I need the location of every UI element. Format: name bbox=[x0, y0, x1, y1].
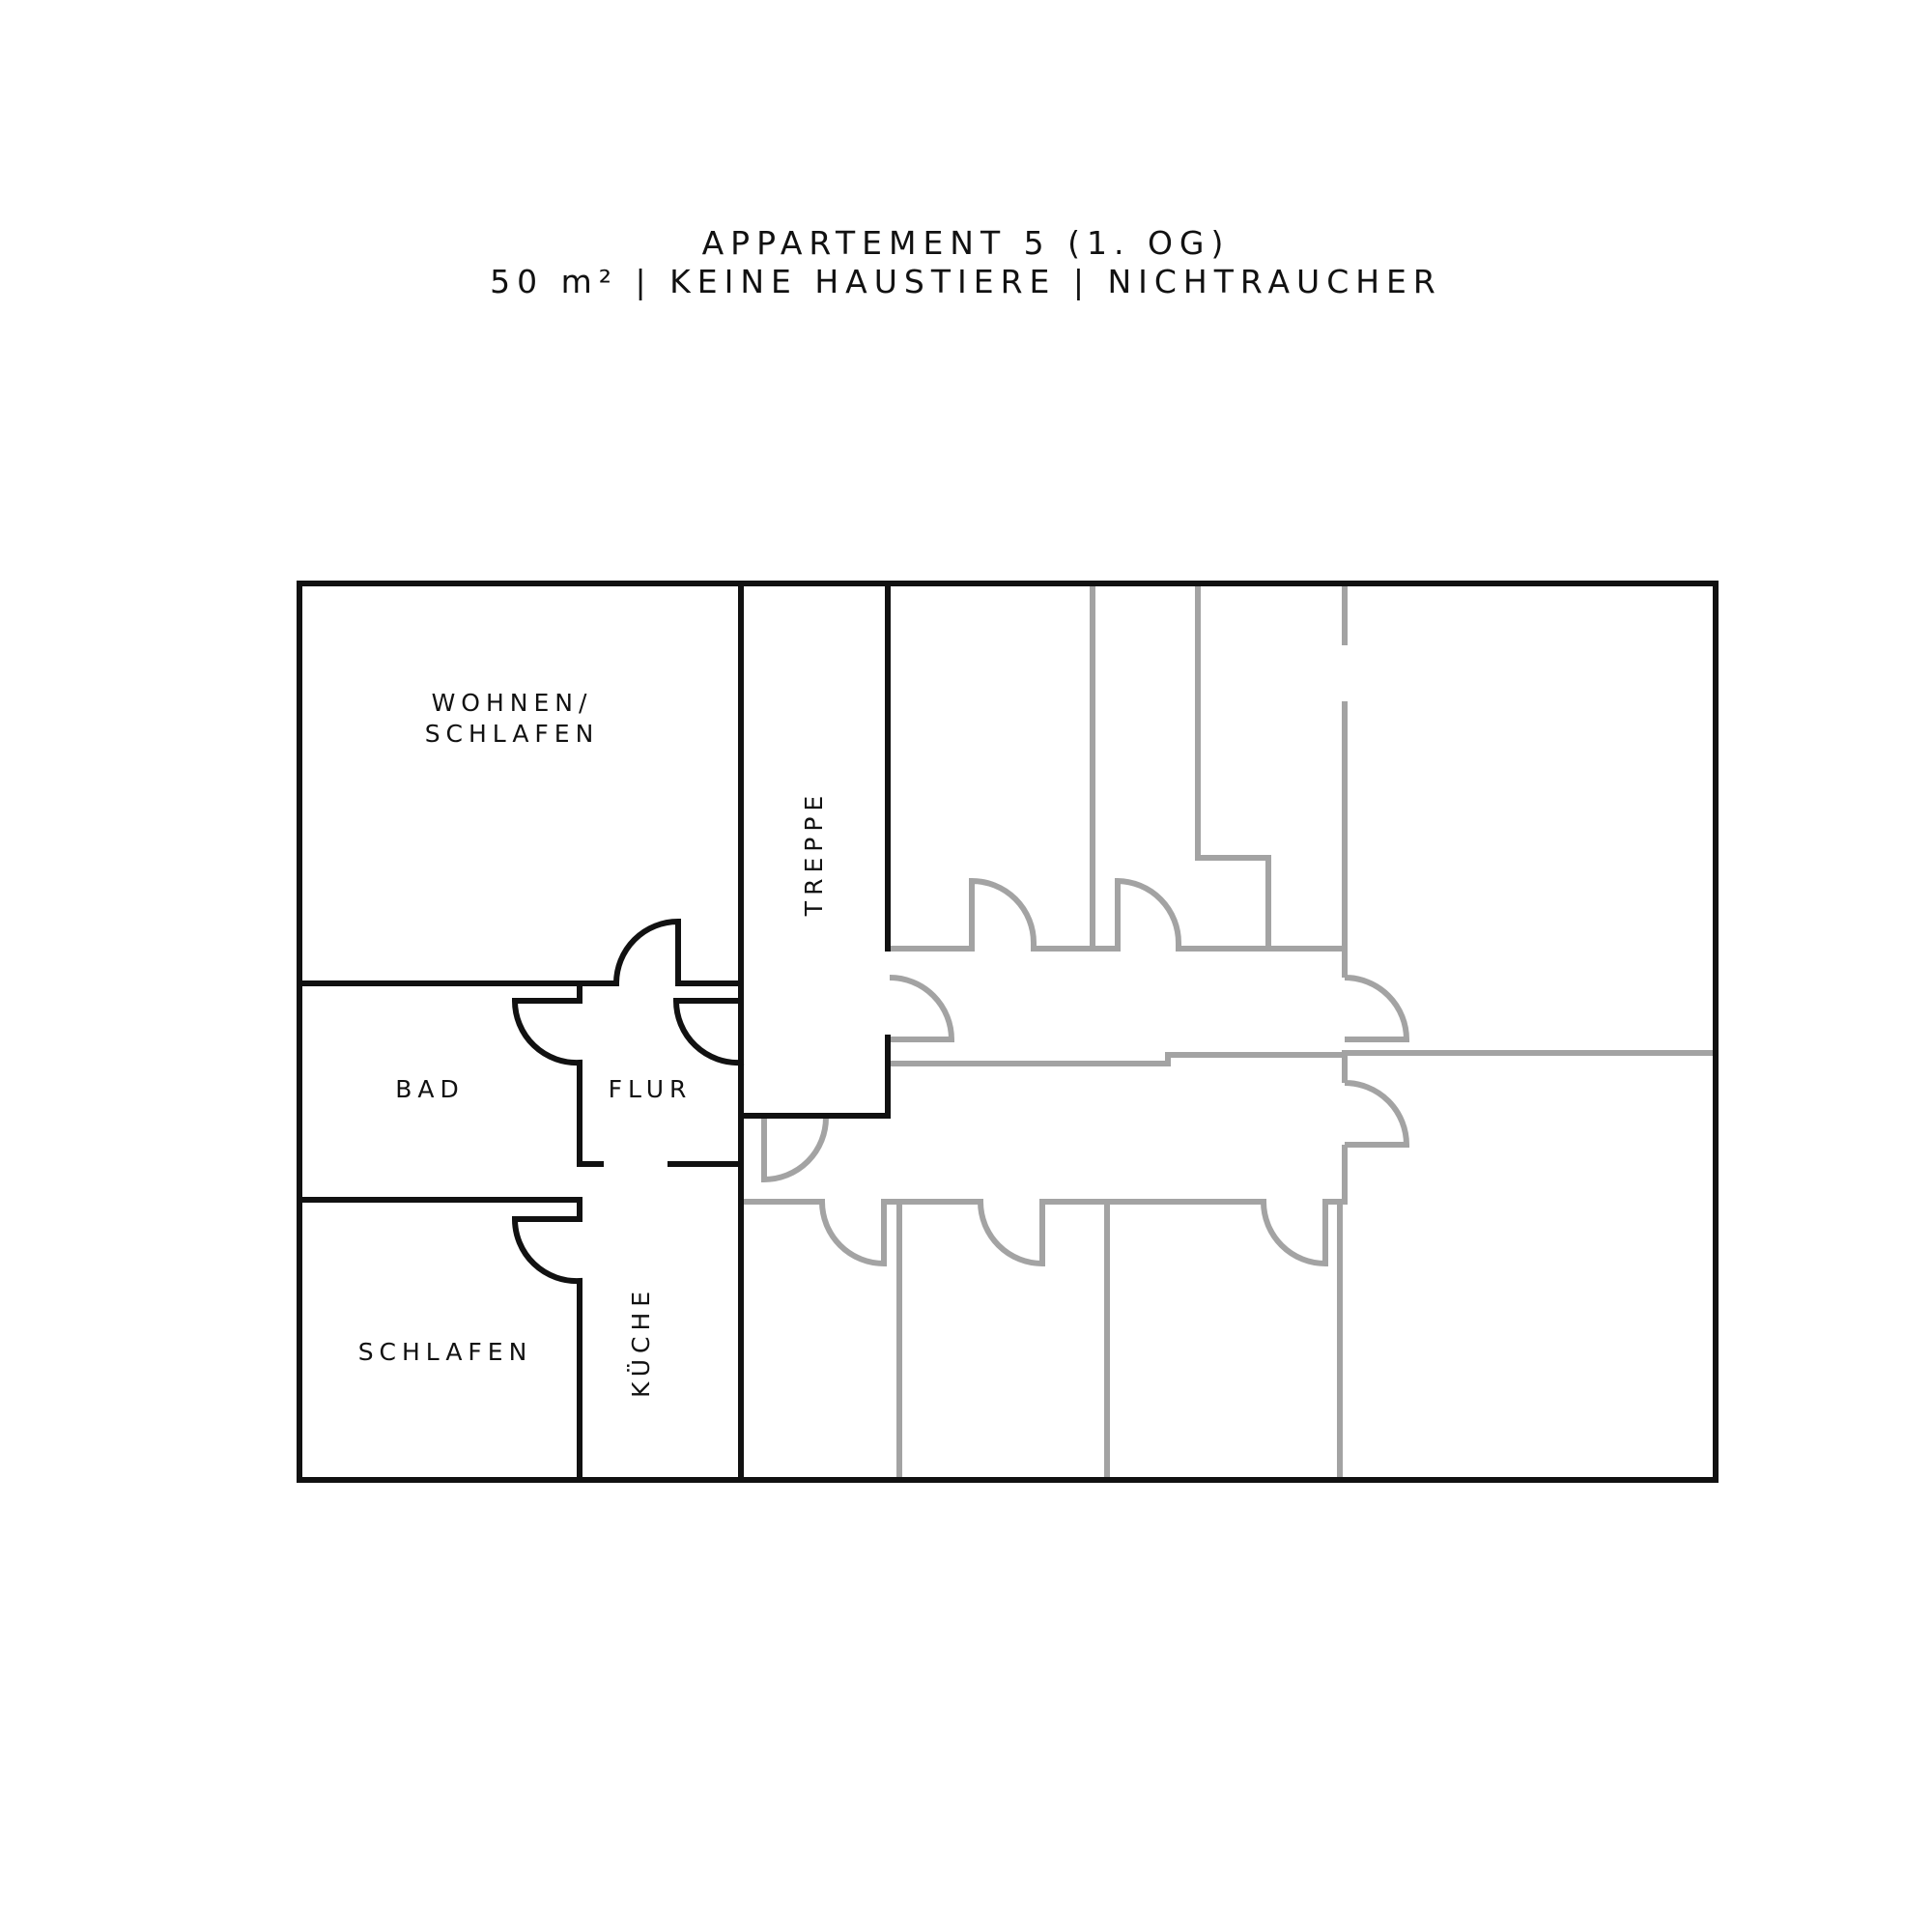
grey-wall-corridor-top bbox=[890, 877, 1345, 952]
label-schlafen: SCHLAFEN bbox=[358, 1338, 533, 1366]
apartment-walls bbox=[297, 581, 1719, 1483]
schlafen-door-wall bbox=[511, 1209, 582, 1481]
grey-wall-corridor-bottom bbox=[743, 1145, 1348, 1267]
bad-flur-wall-top bbox=[511, 982, 582, 1167]
apartment-details: 50 m² | KEINE HAUSTIERE | NICHTRAUCHER bbox=[490, 263, 1442, 300]
label-bad: BAD bbox=[395, 1075, 465, 1103]
neighbouring-units bbox=[743, 585, 1716, 1482]
label-wohnen-line1: WOHNEN/ bbox=[432, 689, 593, 717]
room-labels: WOHNEN/ SCHLAFEN TREPPE BAD FLUR KÜCHE S… bbox=[358, 689, 828, 1398]
stair-bottom-wall bbox=[738, 1035, 891, 1119]
label-flur: FLUR bbox=[609, 1075, 693, 1103]
wohnen-bottom-wall bbox=[297, 918, 744, 986]
grey-wall-upper-2 bbox=[1195, 585, 1271, 949]
door-swing-corridor-left bbox=[889, 975, 955, 1042]
flur-right-door bbox=[672, 998, 745, 1066]
label-kueche: KÜCHE bbox=[627, 1286, 655, 1398]
grey-wall-middle bbox=[890, 1050, 1716, 1066]
door-swing-corridor-right-bottom bbox=[1342, 1051, 1410, 1148]
label-treppe: TREPPE bbox=[800, 790, 828, 917]
door-swing-lower-stair bbox=[761, 1117, 829, 1183]
bad-bottom-wall bbox=[297, 1197, 582, 1215]
door-swing-corridor-right-top bbox=[1344, 975, 1410, 1042]
label-wohnen-line2: SCHLAFEN bbox=[425, 720, 600, 748]
building-outline bbox=[297, 581, 1719, 1483]
plan-header: APPARTEMENT 5 (1. OG) 50 m² | KEINE HAUS… bbox=[0, 224, 1932, 301]
apartment-title: APPARTEMENT 5 (1. OG) bbox=[701, 224, 1231, 262]
